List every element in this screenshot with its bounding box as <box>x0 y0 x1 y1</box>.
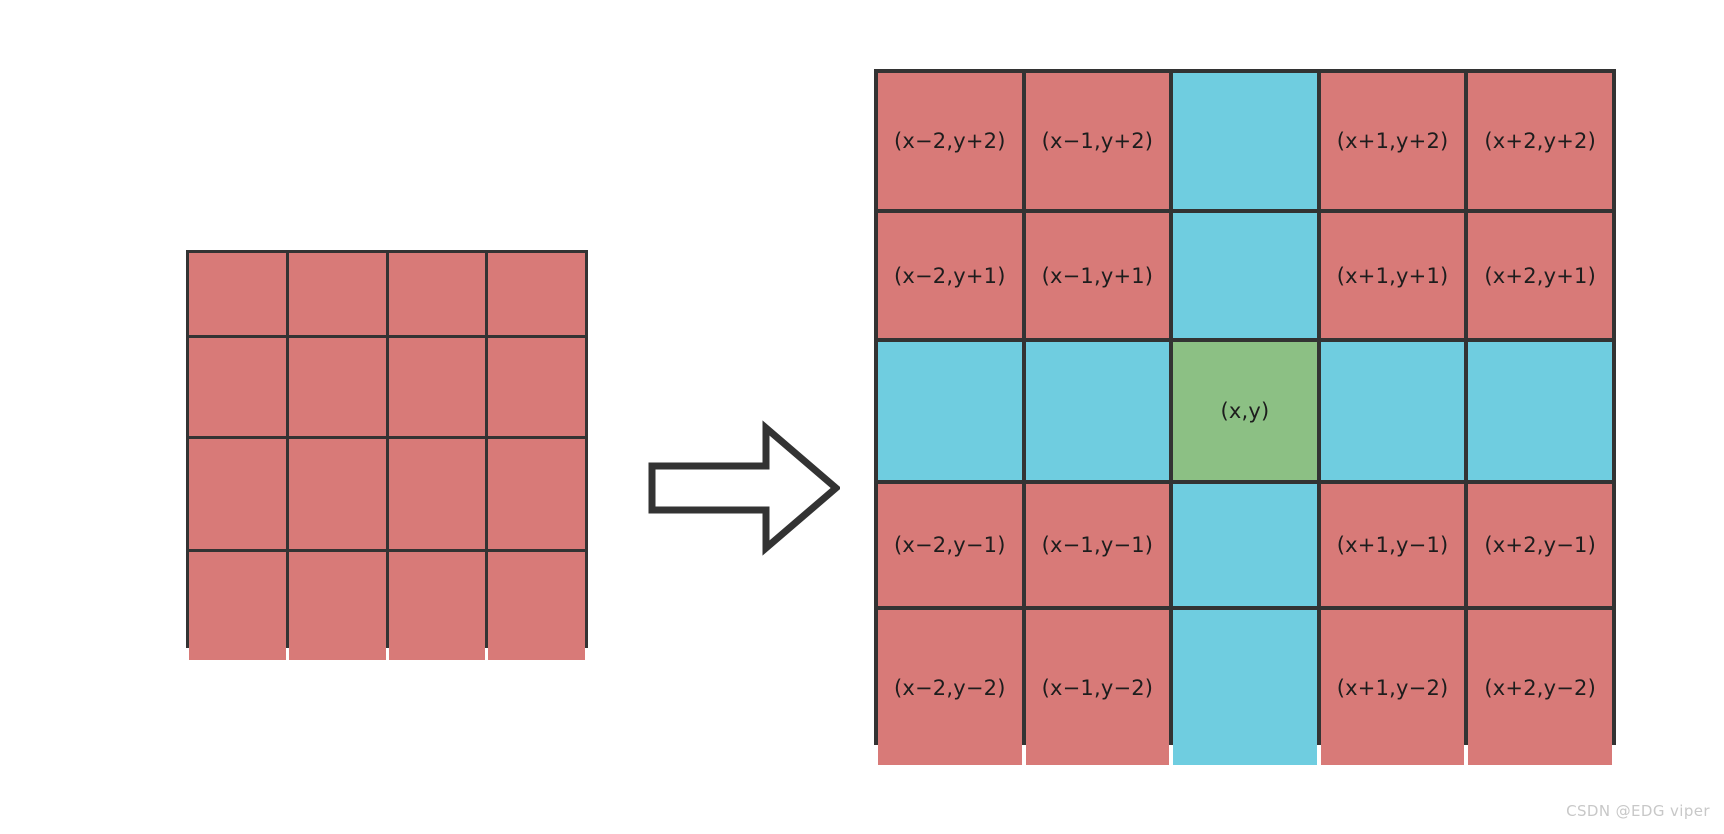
neighborhood-cell-r2-c0 <box>878 342 1022 480</box>
neighborhood-cell-r3-c4: (x+2,y−1) <box>1468 484 1612 606</box>
neighborhood-cell-r3-c3: (x+1,y−1) <box>1320 484 1465 606</box>
source-grid-cell-r3-c1 <box>288 552 386 660</box>
neighborhood-cell-r1-c4: (x+2,y+1) <box>1468 213 1612 338</box>
neighborhood-cell-r4-c2 <box>1173 610 1317 765</box>
neighborhood-cell-r1-c2 <box>1173 213 1317 338</box>
neighborhood-grid: (x−2,y+2)(x−1,y+2) (x+1,y+2)(x+2,y+2) (x−2… <box>874 69 1616 765</box>
source-grid-cell-r2-c2 <box>388 439 486 549</box>
neighborhood-cell-r4-c3: (x+1,y−2) <box>1320 610 1465 765</box>
neighborhood-cell-r4-c0: (x−2,y−2) <box>878 610 1022 765</box>
neighborhood-cell-r2-c1 <box>1025 342 1170 480</box>
source-grid <box>186 250 588 660</box>
neighborhood-cell-r1-c0: (x−2,y+1) <box>878 213 1022 338</box>
neighborhood-cell-r0-c2 <box>1173 73 1317 209</box>
neighborhood-cell-r4-c4: (x+2,y−2) <box>1468 610 1612 765</box>
watermark: CSDN @EDG viper <box>1566 802 1710 820</box>
neighborhood-cell-r0-c0: (x−2,y+2) <box>878 73 1022 209</box>
neighborhood-cell-r4-c1: (x−1,y−2) <box>1025 610 1170 765</box>
neighborhood-cell-r3-c1: (x−1,y−1) <box>1025 484 1170 606</box>
source-grid-cell-r3-c3 <box>488 552 585 660</box>
neighborhood-cell-r1-c3: (x+1,y+1) <box>1320 213 1465 338</box>
source-grid-cell-r1-c1 <box>288 338 386 436</box>
source-grid-cell-r3-c0 <box>189 552 286 660</box>
source-grid-cell-r1-c3 <box>488 338 585 436</box>
neighborhood-cell-r2-c4 <box>1468 342 1612 480</box>
transform-arrow <box>648 420 842 556</box>
right-arrow-icon <box>648 420 842 556</box>
source-grid-cell-r1-c0 <box>189 338 286 436</box>
source-grid-cell-r3-c2 <box>388 552 486 660</box>
source-grid-cell-r0-c0 <box>189 253 286 335</box>
neighborhood-cell-r0-c1: (x−1,y+2) <box>1025 73 1170 209</box>
neighborhood-cell-r0-c3: (x+1,y+2) <box>1320 73 1465 209</box>
source-grid-cell-r0-c3 <box>488 253 585 335</box>
source-grid-cell-r2-c3 <box>488 439 585 549</box>
neighborhood-cell-r1-c1: (x−1,y+1) <box>1025 213 1170 338</box>
source-grid-cell-r2-c1 <box>288 439 386 549</box>
neighborhood-cell-r0-c4: (x+2,y+2) <box>1468 73 1612 209</box>
neighborhood-cell-r2-c2: (x,y) <box>1173 342 1317 480</box>
neighborhood-cell-r3-c2 <box>1173 484 1317 606</box>
neighborhood-cell-r3-c0: (x−2,y−1) <box>878 484 1022 606</box>
neighborhood-cell-r2-c3 <box>1320 342 1465 480</box>
source-grid-cell-r0-c1 <box>288 253 386 335</box>
source-grid-cell-r0-c2 <box>388 253 486 335</box>
source-grid-cell-r1-c2 <box>388 338 486 436</box>
source-grid-cell-r2-c0 <box>189 439 286 549</box>
